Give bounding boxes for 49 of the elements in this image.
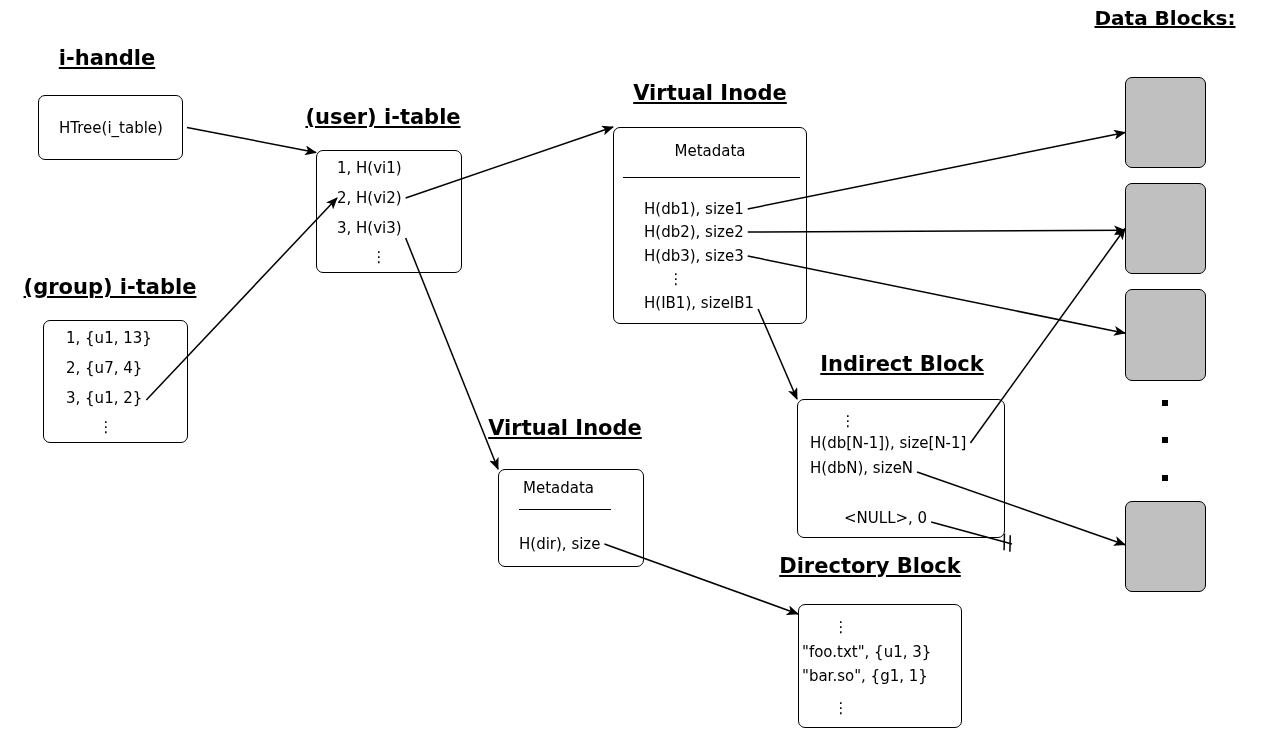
entry-text: H(db1), size1 xyxy=(644,199,744,219)
entry-text: H(db2), size2 xyxy=(644,222,744,242)
data-block xyxy=(1125,501,1206,592)
entry-text: 2, {u7, 4} xyxy=(66,358,143,378)
entry-text: Metadata xyxy=(674,141,746,161)
entry-text: ⋮ xyxy=(98,417,114,437)
arrow xyxy=(404,237,499,470)
entry-text: 2, H(vi2) xyxy=(337,188,402,208)
terminated-line xyxy=(930,521,1013,553)
data-block xyxy=(1125,183,1206,274)
entry-text: Metadata xyxy=(523,478,595,498)
entry-text: "bar.so", {g1, 1} xyxy=(802,666,928,686)
entry-text: H(IB1), sizeIB1 xyxy=(644,293,755,313)
entry-text: ⋮ xyxy=(840,411,856,431)
entry-text: "foo.txt", {u1, 3} xyxy=(802,642,932,662)
entry-text: H(dir), size xyxy=(519,534,601,554)
entry-text: ⋮ xyxy=(833,698,849,718)
arrow xyxy=(747,255,1126,336)
arrow xyxy=(186,126,317,156)
entry-text: H(dbN), sizeN xyxy=(810,458,914,478)
data-block xyxy=(1125,289,1206,381)
arrow xyxy=(404,125,614,199)
section-heading: Data Blocks: xyxy=(1094,6,1236,30)
arrow xyxy=(757,308,798,400)
section-heading: Virtual Inode xyxy=(488,415,642,441)
arrow xyxy=(145,197,338,401)
section-heading: Indirect Block xyxy=(820,351,984,377)
section-heading: (group) i-table xyxy=(23,274,197,300)
data-block xyxy=(1125,77,1206,168)
arrow xyxy=(747,129,1126,210)
entry-text: 1, {u1, 13} xyxy=(66,328,152,348)
entry-text: 3, H(vi3) xyxy=(337,218,402,238)
arrow xyxy=(969,227,1126,444)
arrow xyxy=(747,225,1126,236)
entry-text: 1, H(vi1) xyxy=(337,158,402,178)
arrow xyxy=(916,471,1126,546)
section-heading: Directory Block xyxy=(779,553,961,579)
entry-text: HTree(i_table) xyxy=(59,118,163,138)
entry-text: 3, {u1, 2} xyxy=(66,388,143,408)
entry-text: ⋮ xyxy=(833,617,849,637)
section-heading: (user) i-table xyxy=(305,104,461,130)
arrow xyxy=(603,543,799,615)
entry-text: ⋮ xyxy=(371,247,387,267)
entry-text: H(db[N-1]), size[N-1] xyxy=(810,433,967,453)
entry-text: H(db3), size3 xyxy=(644,246,744,266)
section-heading: i-handle xyxy=(58,45,156,71)
section-heading: Virtual Inode xyxy=(633,80,787,106)
entry-text: <NULL>, 0 xyxy=(844,508,928,528)
entry-text: ⋮ xyxy=(668,269,684,289)
